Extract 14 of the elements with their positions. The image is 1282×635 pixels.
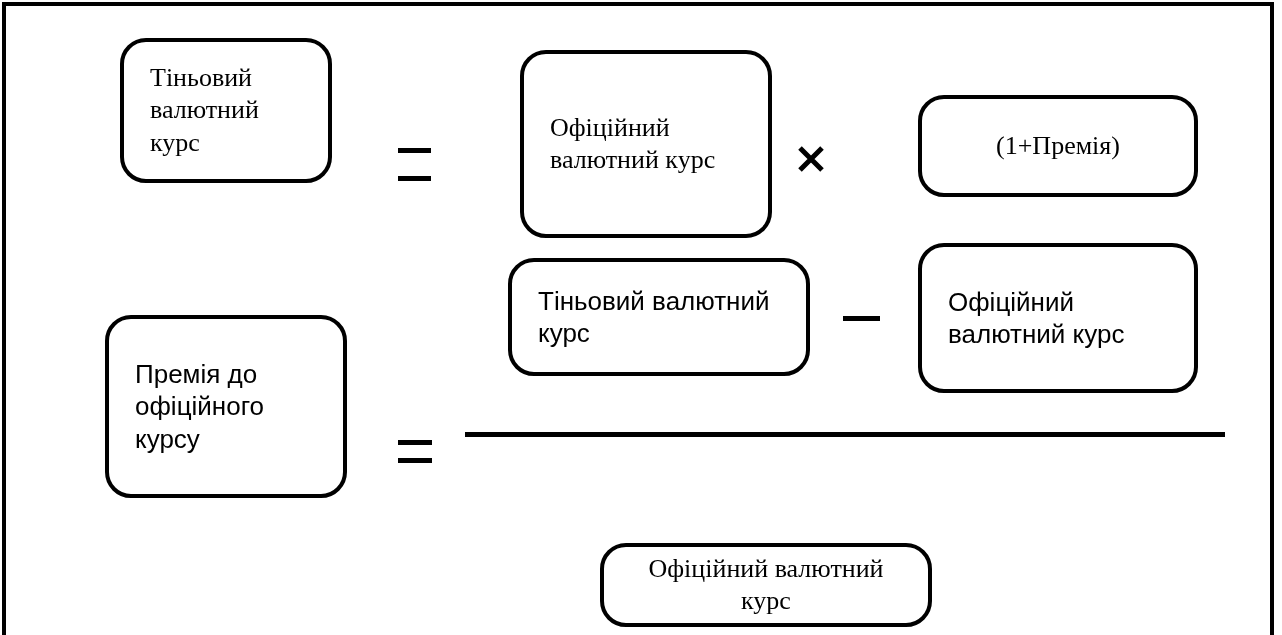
term-box <box>105 315 347 498</box>
term-box <box>520 50 772 238</box>
term-box <box>508 258 810 376</box>
term-text: Офіційний валютний курс <box>647 552 885 617</box>
term-text: Офіційний валютний курс <box>550 111 717 176</box>
term-text: Офіційний валютний курс <box>948 285 1126 351</box>
term-text: Премія до офіційного курсу <box>135 357 265 456</box>
term-box <box>600 543 932 627</box>
term-text: (1+Премія) <box>996 129 1120 162</box>
term-text: Тіньовий валютний курс <box>538 284 771 350</box>
term-box <box>918 95 1198 197</box>
term-box <box>918 243 1198 393</box>
term-box <box>120 38 332 183</box>
term-text: Тіньовий валютний курс <box>150 61 260 159</box>
